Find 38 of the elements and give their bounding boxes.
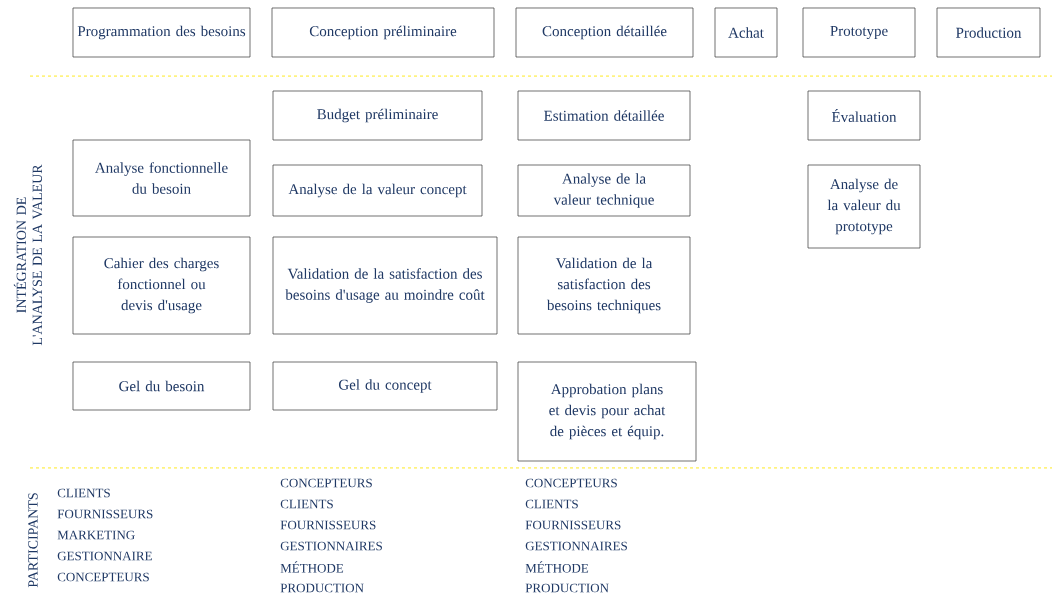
step-box: Production [936,7,1041,58]
participant-name: FOURNISSEURS [280,520,376,530]
participant-name: MÉTHODE [525,561,589,573]
step-box: Estimation détaillée [517,90,691,141]
participant-name: GESTIONNAIRE [57,551,152,561]
step-box: Analyse de la valeur du prototype [807,164,921,249]
step-box: Évaluation [807,90,921,141]
participant-name: FOURNISSEURS [525,520,621,530]
step-box: Conception préliminaire [271,7,495,58]
step-box: Programmation des besoins [72,7,251,58]
step-box: Approbation plans et devis pour achat de pièces et équip. [517,361,697,462]
participant-name: CLIENTS [280,499,333,509]
step-box: Achat [714,7,778,58]
participant-name: GESTIONNAIRES [280,541,382,551]
participant-name: CLIENTS [525,499,578,509]
side-heading: INTÉGRATION DE L'ANALYSE DE LA VALEUR [13,164,43,346]
step-box: Validation de la satisfaction des besoins techniques [517,236,691,335]
participant-name: MARKETING [57,530,135,540]
step-box: Analyse fonctionnelle du besoin [72,139,251,217]
participant-name: PRODUCTION [525,583,609,593]
step-box: Gel du besoin [72,361,251,411]
side-heading: PARTICIPANTS [28,493,38,588]
participant-name: CONCEPTEURS [57,572,149,582]
participant-name: GESTIONNAIRES [525,541,627,551]
participant-name: CLIENTS [57,488,110,498]
step-box: Validation de la satisfaction des besoins d'usage au moindre coût [272,236,498,335]
step-box: Cahier des charges fonctionnel ou devis d'usage [72,236,251,335]
participant-name: CONCEPTEURS [280,478,372,488]
step-box: Analyse de la valeur technique [517,164,691,217]
step-box: Prototype [802,7,916,58]
participant-name: CONCEPTEURS [525,478,617,488]
participant-name: MÉTHODE [280,561,344,573]
step-box: Gel du concept [272,361,498,411]
participant-name: FOURNISSEURS [57,509,153,519]
step-box: Budget préliminaire [272,90,483,141]
step-box: Analyse de la valeur concept [272,164,483,217]
participant-name: PRODUCTION [280,583,364,593]
step-box: Conception détaillée [515,7,694,58]
